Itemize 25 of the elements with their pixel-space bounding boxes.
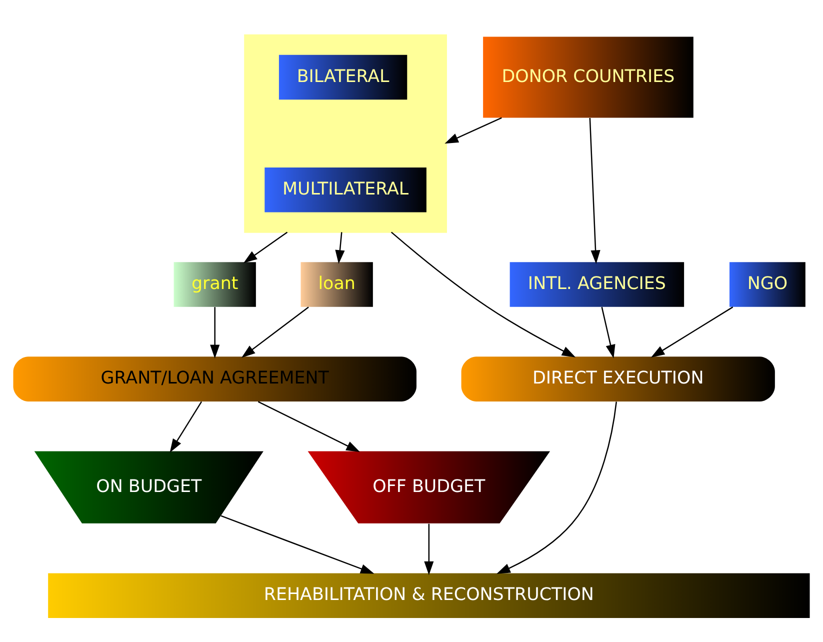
arrow [650, 306, 734, 358]
arrow [170, 400, 202, 452]
arrow [444, 116, 502, 144]
arrow [210, 306, 220, 358]
arrow [220, 514, 374, 574]
node-box: GRANT/LOAN AGREEMENT [13, 356, 416, 401]
node-box: MULTILATERAL [264, 166, 426, 212]
arrow [424, 523, 434, 575]
node-box: REHABILITATION & RECONSTRUCTION [48, 572, 810, 618]
node-box: loan [300, 262, 373, 306]
node-box: DIRECT EXECUTION [461, 356, 775, 401]
node-box: DONOR COUNTRIES [483, 36, 694, 118]
node-box: INTL. AGENCIES [510, 262, 684, 306]
node-box: grant [174, 262, 256, 306]
arrow [243, 231, 288, 263]
arrow [496, 401, 617, 574]
arrow [335, 232, 345, 264]
arrow [601, 306, 616, 358]
arrow [589, 117, 600, 264]
cluster [244, 34, 447, 232]
arrow [242, 306, 309, 358]
node-box: BILATERAL [278, 54, 408, 100]
arrow [258, 400, 360, 452]
node-box: NGO [730, 262, 806, 306]
arrow [390, 231, 576, 357]
